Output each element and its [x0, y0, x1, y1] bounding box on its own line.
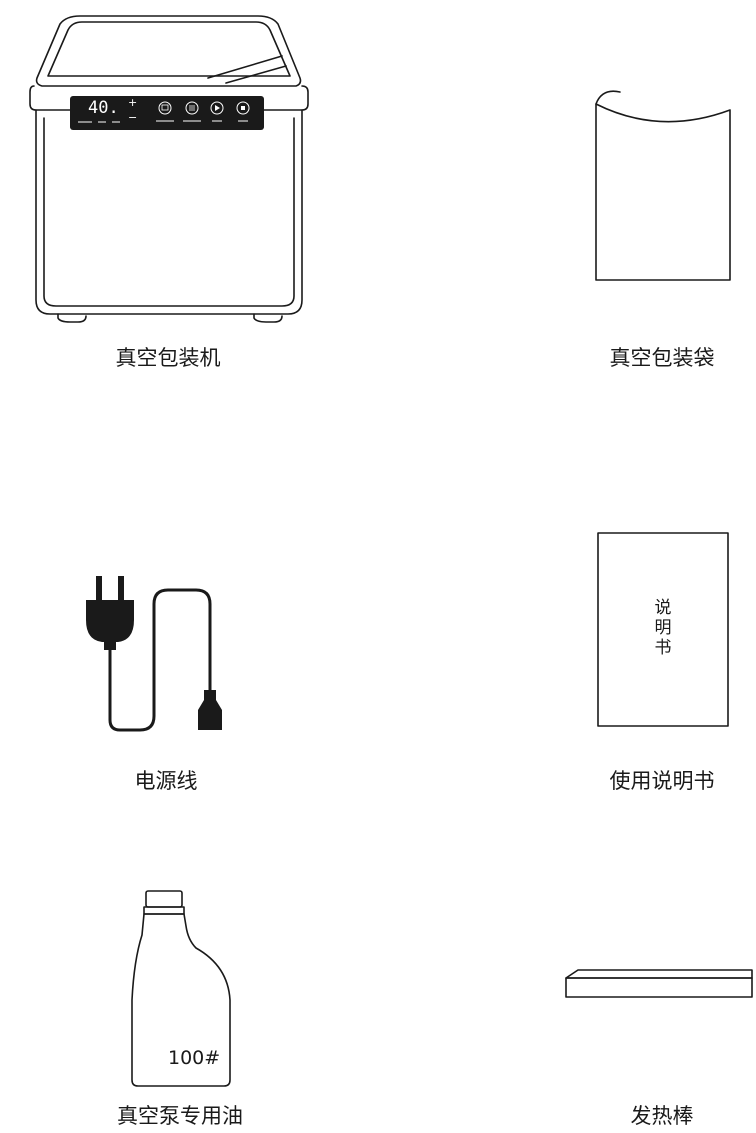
plus-button[interactable]: + [128, 96, 138, 109]
cord-label: 电源线 [134, 769, 198, 793]
display-dot: . [108, 98, 119, 118]
bag-label: 真空包装袋 [609, 346, 715, 370]
manual-cover-char: 明 [654, 618, 672, 638]
manual-cover-char: 书 [654, 638, 672, 658]
machine-label: 真空包装机 [115, 346, 221, 370]
heater-label: 发热棒 [630, 1104, 694, 1128]
machine-display: 40. [88, 99, 119, 117]
manual-cover-text: 说 明 书 [652, 598, 674, 658]
minus-button[interactable]: − [128, 111, 138, 124]
display-value: 40 [88, 98, 109, 118]
manual-cover-char: 说 [654, 598, 672, 618]
manual-label: 使用说明书 [609, 769, 715, 793]
oil-bottle-text: 100# [168, 1047, 221, 1069]
oil-label: 真空泵专用油 [117, 1104, 243, 1128]
